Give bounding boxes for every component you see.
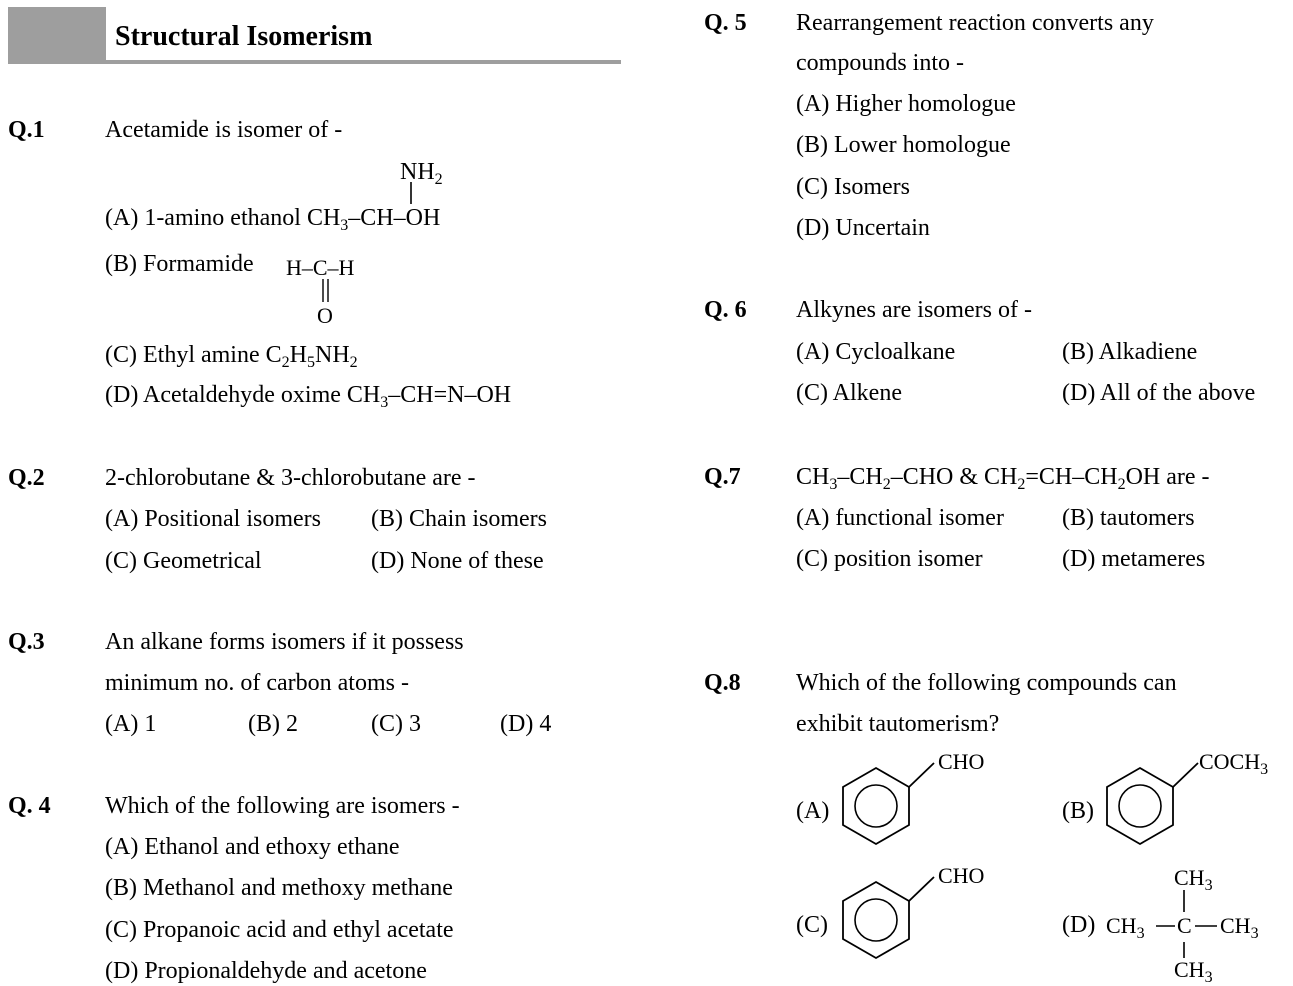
q2-option-a: (A) Positional isomers: [105, 506, 321, 532]
q6-number: Q. 6: [704, 297, 747, 323]
q8d-left-methyl: CH3: [1106, 913, 1145, 942]
q8-text-line1: Which of the following compounds can: [796, 670, 1177, 696]
q6-option-c: (C) Alkene: [796, 380, 902, 406]
q8-option-b-label: (B): [1062, 798, 1094, 824]
q3-number: Q.3: [8, 629, 45, 655]
q7-option-a: (A) functional isomer: [796, 505, 1004, 531]
section-header-block: [8, 7, 106, 63]
q3-text-line1: An alkane forms isomers if it possess: [105, 629, 464, 655]
q7-option-c: (C) position isomer: [796, 546, 983, 572]
q2-option-d: (D) None of these: [371, 548, 544, 574]
q8d-center-carbon: C: [1177, 913, 1192, 938]
q4-option-b: (B) Methanol and methoxy methane: [105, 875, 453, 901]
q7-number: Q.7: [704, 464, 741, 490]
q1-option-c: (C) Ethyl amine C2H5NH2: [105, 342, 358, 371]
q4-option-a: (A) Ethanol and ethoxy ethane: [105, 834, 400, 860]
q7-option-b: (B) tautomers: [1062, 505, 1195, 531]
q8-option-d-label: (D): [1062, 912, 1096, 938]
q8d-bonds: [1156, 890, 1217, 958]
q3-option-a: (A) 1: [105, 711, 157, 737]
q4-option-d: (D) Propionaldehyde and acetone: [105, 958, 427, 984]
q1b-oxygen: O: [317, 303, 333, 328]
q8-number: Q.8: [704, 670, 741, 696]
q6-option-a: (A) Cycloalkane: [796, 339, 956, 365]
q1-option-d: (D) Acetaldehyde oxime CH3–CH=N–OH: [105, 382, 512, 411]
q1b-double-bond: [322, 279, 329, 302]
q5-number: Q. 5: [704, 10, 747, 36]
q8b-benzene-ring: [1106, 762, 1199, 846]
q6-option-d: (D) All of the above: [1062, 380, 1256, 406]
q6-text: Alkynes are isomers of -: [796, 297, 1032, 323]
q8-option-c-label: (C): [796, 912, 828, 938]
q8c-substituent: CHO: [938, 863, 985, 888]
q8a-substituent: CHO: [938, 749, 985, 774]
q1-number: Q.1: [8, 117, 45, 143]
q5-text-line2: compounds into -: [796, 50, 964, 76]
q2-option-b: (B) Chain isomers: [371, 506, 547, 532]
q5-option-d: (D) Uncertain: [796, 215, 930, 241]
q1a-nh2: NH2: [400, 159, 443, 188]
section-header-rule: [8, 60, 621, 64]
q1-text: Acetamide is isomer of -: [105, 117, 343, 143]
q7-option-d: (D) metameres: [1062, 546, 1206, 572]
q5-option-b: (B) Lower homologue: [796, 132, 1011, 158]
q2-number: Q.2: [8, 465, 45, 491]
q8b-substituent: COCH3: [1199, 749, 1269, 778]
q1-option-a: (A) 1-amino ethanol CH3–CH–OH: [105, 205, 441, 234]
q8-option-a-label: (A): [796, 798, 830, 824]
q8d-right-methyl: CH3: [1220, 913, 1259, 942]
q4-text: Which of the following are isomers -: [105, 793, 460, 819]
q2-text: 2-chlorobutane & 3-chlorobutane are -: [105, 465, 476, 491]
q3-option-d: (D) 4: [500, 711, 552, 737]
q1b-formula-top: H–C–H: [286, 255, 355, 280]
q1a-bond: [410, 182, 412, 204]
section-title: Structural Isomerism: [115, 21, 373, 52]
q8d-bottom-methyl: CH3: [1174, 957, 1213, 986]
q3-text-line2: minimum no. of carbon atoms -: [105, 670, 409, 696]
q1-option-b-label: (B) Formamide: [105, 251, 254, 277]
q2-option-c: (C) Geometrical: [105, 548, 262, 574]
q5-option-a: (A) Higher homologue: [796, 91, 1016, 117]
q3-option-c: (C) 3: [371, 711, 421, 737]
q5-option-c: (C) Isomers: [796, 174, 910, 200]
q5-text-line1: Rearrangement reaction converts any: [796, 10, 1154, 36]
q6-option-b: (B) Alkadiene: [1062, 339, 1198, 365]
q8-text-line2: exhibit tautomerism?: [796, 711, 1000, 737]
q4-number: Q. 4: [8, 793, 51, 819]
q4-option-c: (C) Propanoic acid and ethyl acetate: [105, 917, 454, 943]
q8d-top-methyl: CH3: [1174, 865, 1213, 894]
q8a-benzene-ring: [842, 762, 935, 846]
q8c-benzene-ring: [842, 876, 935, 960]
q7-text: CH3–CH2–CHO & CH2=CH–CH2OH are -: [796, 464, 1210, 493]
q3-option-b: (B) 2: [248, 711, 298, 737]
